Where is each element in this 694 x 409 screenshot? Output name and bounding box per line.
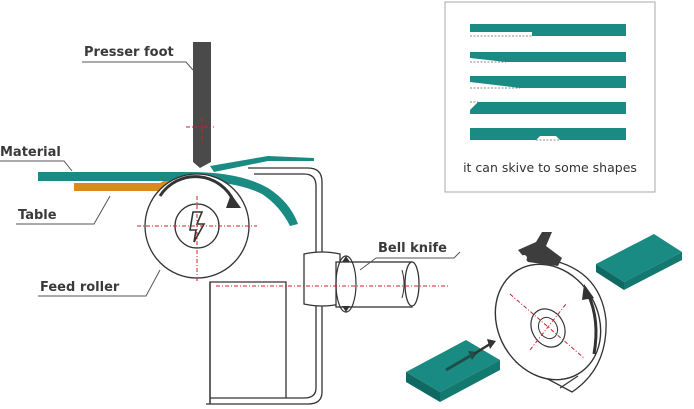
knife-holder [518, 232, 562, 266]
bell-knife-label: Bell knife [378, 241, 447, 256]
roller-center-gear-icon [189, 211, 206, 243]
shape-edge-skive [470, 52, 626, 63]
skived-material-flap [210, 156, 314, 172]
material-label: Material [0, 145, 61, 160]
presser-foot [193, 42, 211, 168]
entry-arrow-icon [473, 342, 491, 356]
roller-rotation-arrow-icon [158, 175, 236, 203]
table-label: Table [18, 208, 57, 223]
output-piece [596, 234, 682, 290]
feed-roller-label: Feed roller [40, 280, 120, 295]
shape-step-skive [470, 24, 626, 37]
skiving-shapes-inset: it can skive to some shapes [444, 1, 656, 193]
label-table: Table [16, 195, 111, 225]
table [74, 176, 172, 191]
label-material: Material [0, 145, 73, 172]
material-strip [38, 172, 298, 226]
inset-caption: it can skive to some shapes [463, 160, 637, 175]
shape-groove-skive [470, 128, 626, 141]
bell-arrowhead-icon [582, 284, 594, 300]
label-presser-foot: Presser foot [82, 45, 194, 71]
roller-arrowhead-icon [226, 194, 241, 208]
bell-knife-shaft [303, 251, 420, 313]
presser-foot-label: Presser foot [84, 45, 174, 60]
shape-bevel-skive [470, 101, 626, 114]
label-bell-knife: Bell knife [359, 241, 461, 271]
isometric-bell-knife-view [406, 232, 682, 402]
shape-taper-skive [470, 76, 626, 89]
feed-direction-arrow-icon [445, 354, 471, 372]
shaft-rotation-arrow-icon [342, 256, 350, 312]
label-feed-roller: Feed roller [38, 269, 161, 297]
input-piece [406, 340, 500, 402]
